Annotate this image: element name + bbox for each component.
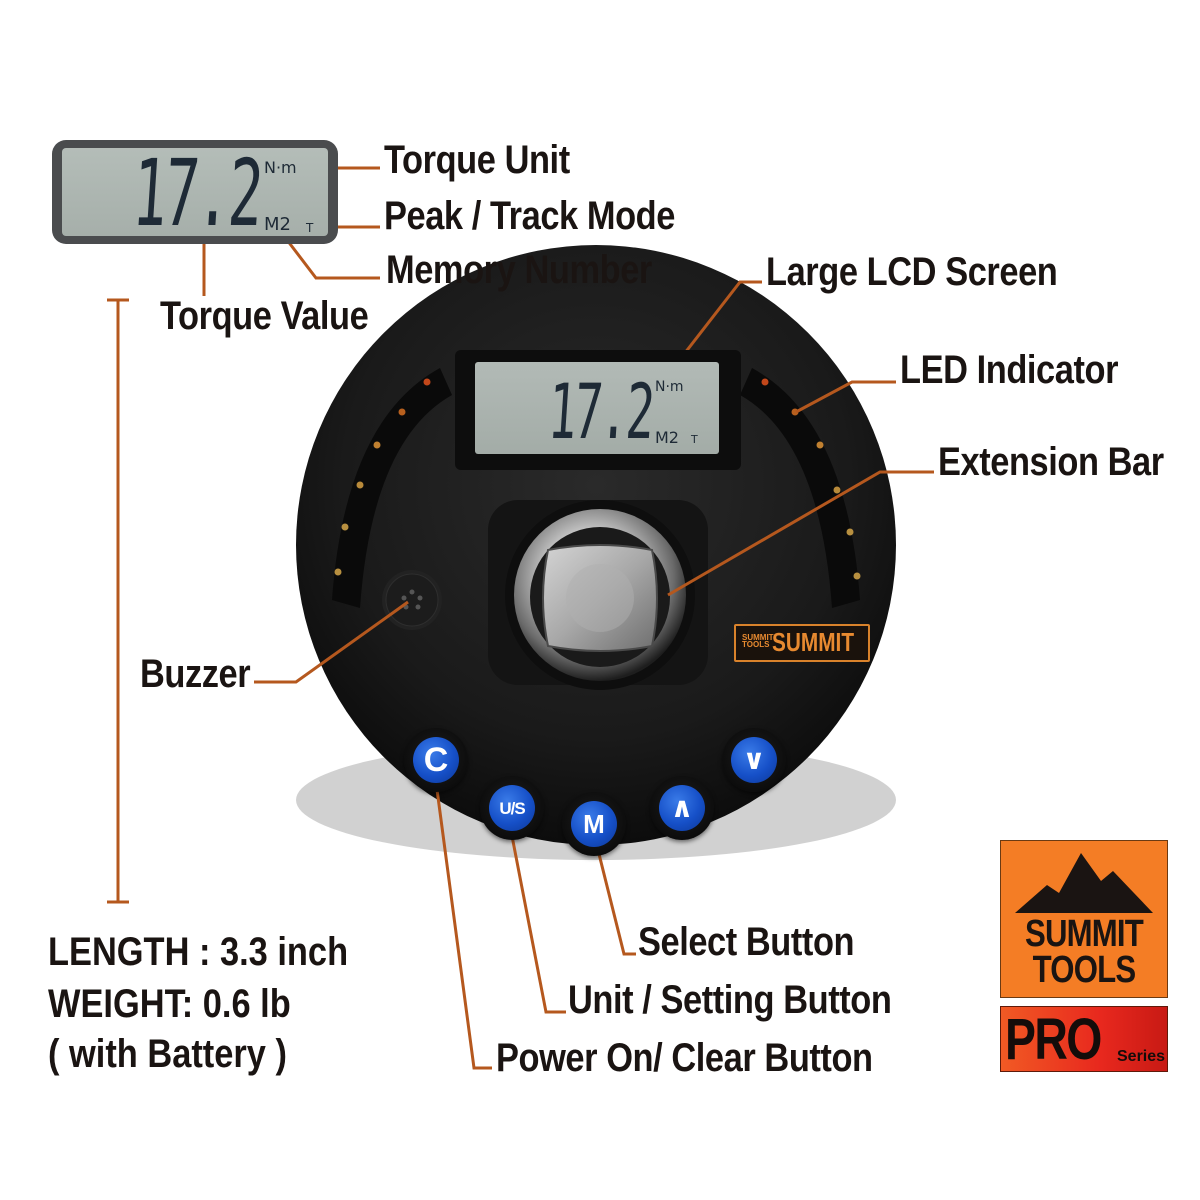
summit-badge: SUMMIT TOOLS SUMMIT	[734, 624, 870, 662]
summit-tools-logo: SUMMIT TOOLS	[1000, 840, 1168, 998]
callout-peak-track-mode: Peak / Track Mode	[384, 194, 675, 238]
zoomed-mode-indicator: T	[306, 221, 314, 235]
buzzer	[382, 570, 442, 630]
pro-text: PRO	[1005, 1007, 1102, 1072]
lcd-torque-unit: N·m	[655, 379, 684, 395]
large-lcd-screen: 17.2 N·m M2 T	[455, 350, 741, 470]
callout-power-clear-button: Power On/ Clear Button	[496, 1036, 873, 1080]
callout-extension-bar: Extension Bar	[938, 440, 1164, 484]
callout-torque-value: Torque Value	[160, 294, 369, 338]
zoomed-torque-unit: N·m	[264, 158, 297, 177]
large-lcd-glass	[475, 362, 719, 454]
lcd-memory-number: M2	[655, 428, 679, 447]
unit-setting-button[interactable]: U/S	[480, 776, 544, 840]
series-text: Series	[1117, 1048, 1166, 1065]
callout-led-indicator: LED Indicator	[900, 348, 1119, 392]
select-button-label: M	[571, 801, 617, 847]
callout-torque-unit: Torque Unit	[384, 138, 570, 182]
callout-memory-number: Memory Number	[386, 248, 652, 292]
badge-main-text: SUMMIT	[772, 627, 855, 657]
down-arrow-icon: ∨	[731, 737, 777, 783]
zoomed-lcd-glass	[62, 148, 328, 236]
pro-series-logo: PRO Series	[1000, 1006, 1168, 1072]
zoomed-lcd-panel: 17.2 N·m M2 T	[52, 140, 338, 247]
up-arrow-icon: ∧	[659, 785, 705, 831]
left-led-indicators	[334, 378, 431, 576]
logo-line-tools: TOOLS	[1032, 949, 1136, 991]
clear-button-label: C	[413, 737, 459, 783]
zoomed-memory-number: M2	[264, 214, 291, 235]
spec-length: LENGTH : 3.3 inch	[48, 930, 349, 974]
logo-line-summit: SUMMIT	[1025, 913, 1144, 955]
spec-weight: WEIGHT: 0.6 lb	[48, 982, 291, 1026]
zoomed-torque-value: 17.2	[129, 140, 264, 247]
callout-large-lcd-screen: Large LCD Screen	[766, 250, 1058, 294]
unit-setting-button-label: U/S	[489, 785, 535, 831]
spec-battery-note: ( with Battery )	[48, 1032, 287, 1076]
select-button[interactable]: M	[562, 792, 626, 856]
callout-buzzer: Buzzer	[140, 652, 251, 696]
lcd-torque-value: 17.2	[545, 367, 656, 456]
callout-select-button: Select Button	[638, 920, 855, 964]
up-button[interactable]: ∧	[650, 776, 714, 840]
left-led-channel	[332, 368, 452, 608]
callout-unit-setting-button: Unit / Setting Button	[568, 978, 892, 1022]
down-button[interactable]: ∨	[722, 728, 786, 792]
clear-button[interactable]: C	[404, 728, 468, 792]
lcd-mode-indicator: T	[691, 433, 698, 446]
right-led-channel	[740, 368, 860, 608]
badge-small-text: SUMMIT TOOLS	[742, 633, 774, 650]
mountain-icon	[1015, 853, 1153, 913]
